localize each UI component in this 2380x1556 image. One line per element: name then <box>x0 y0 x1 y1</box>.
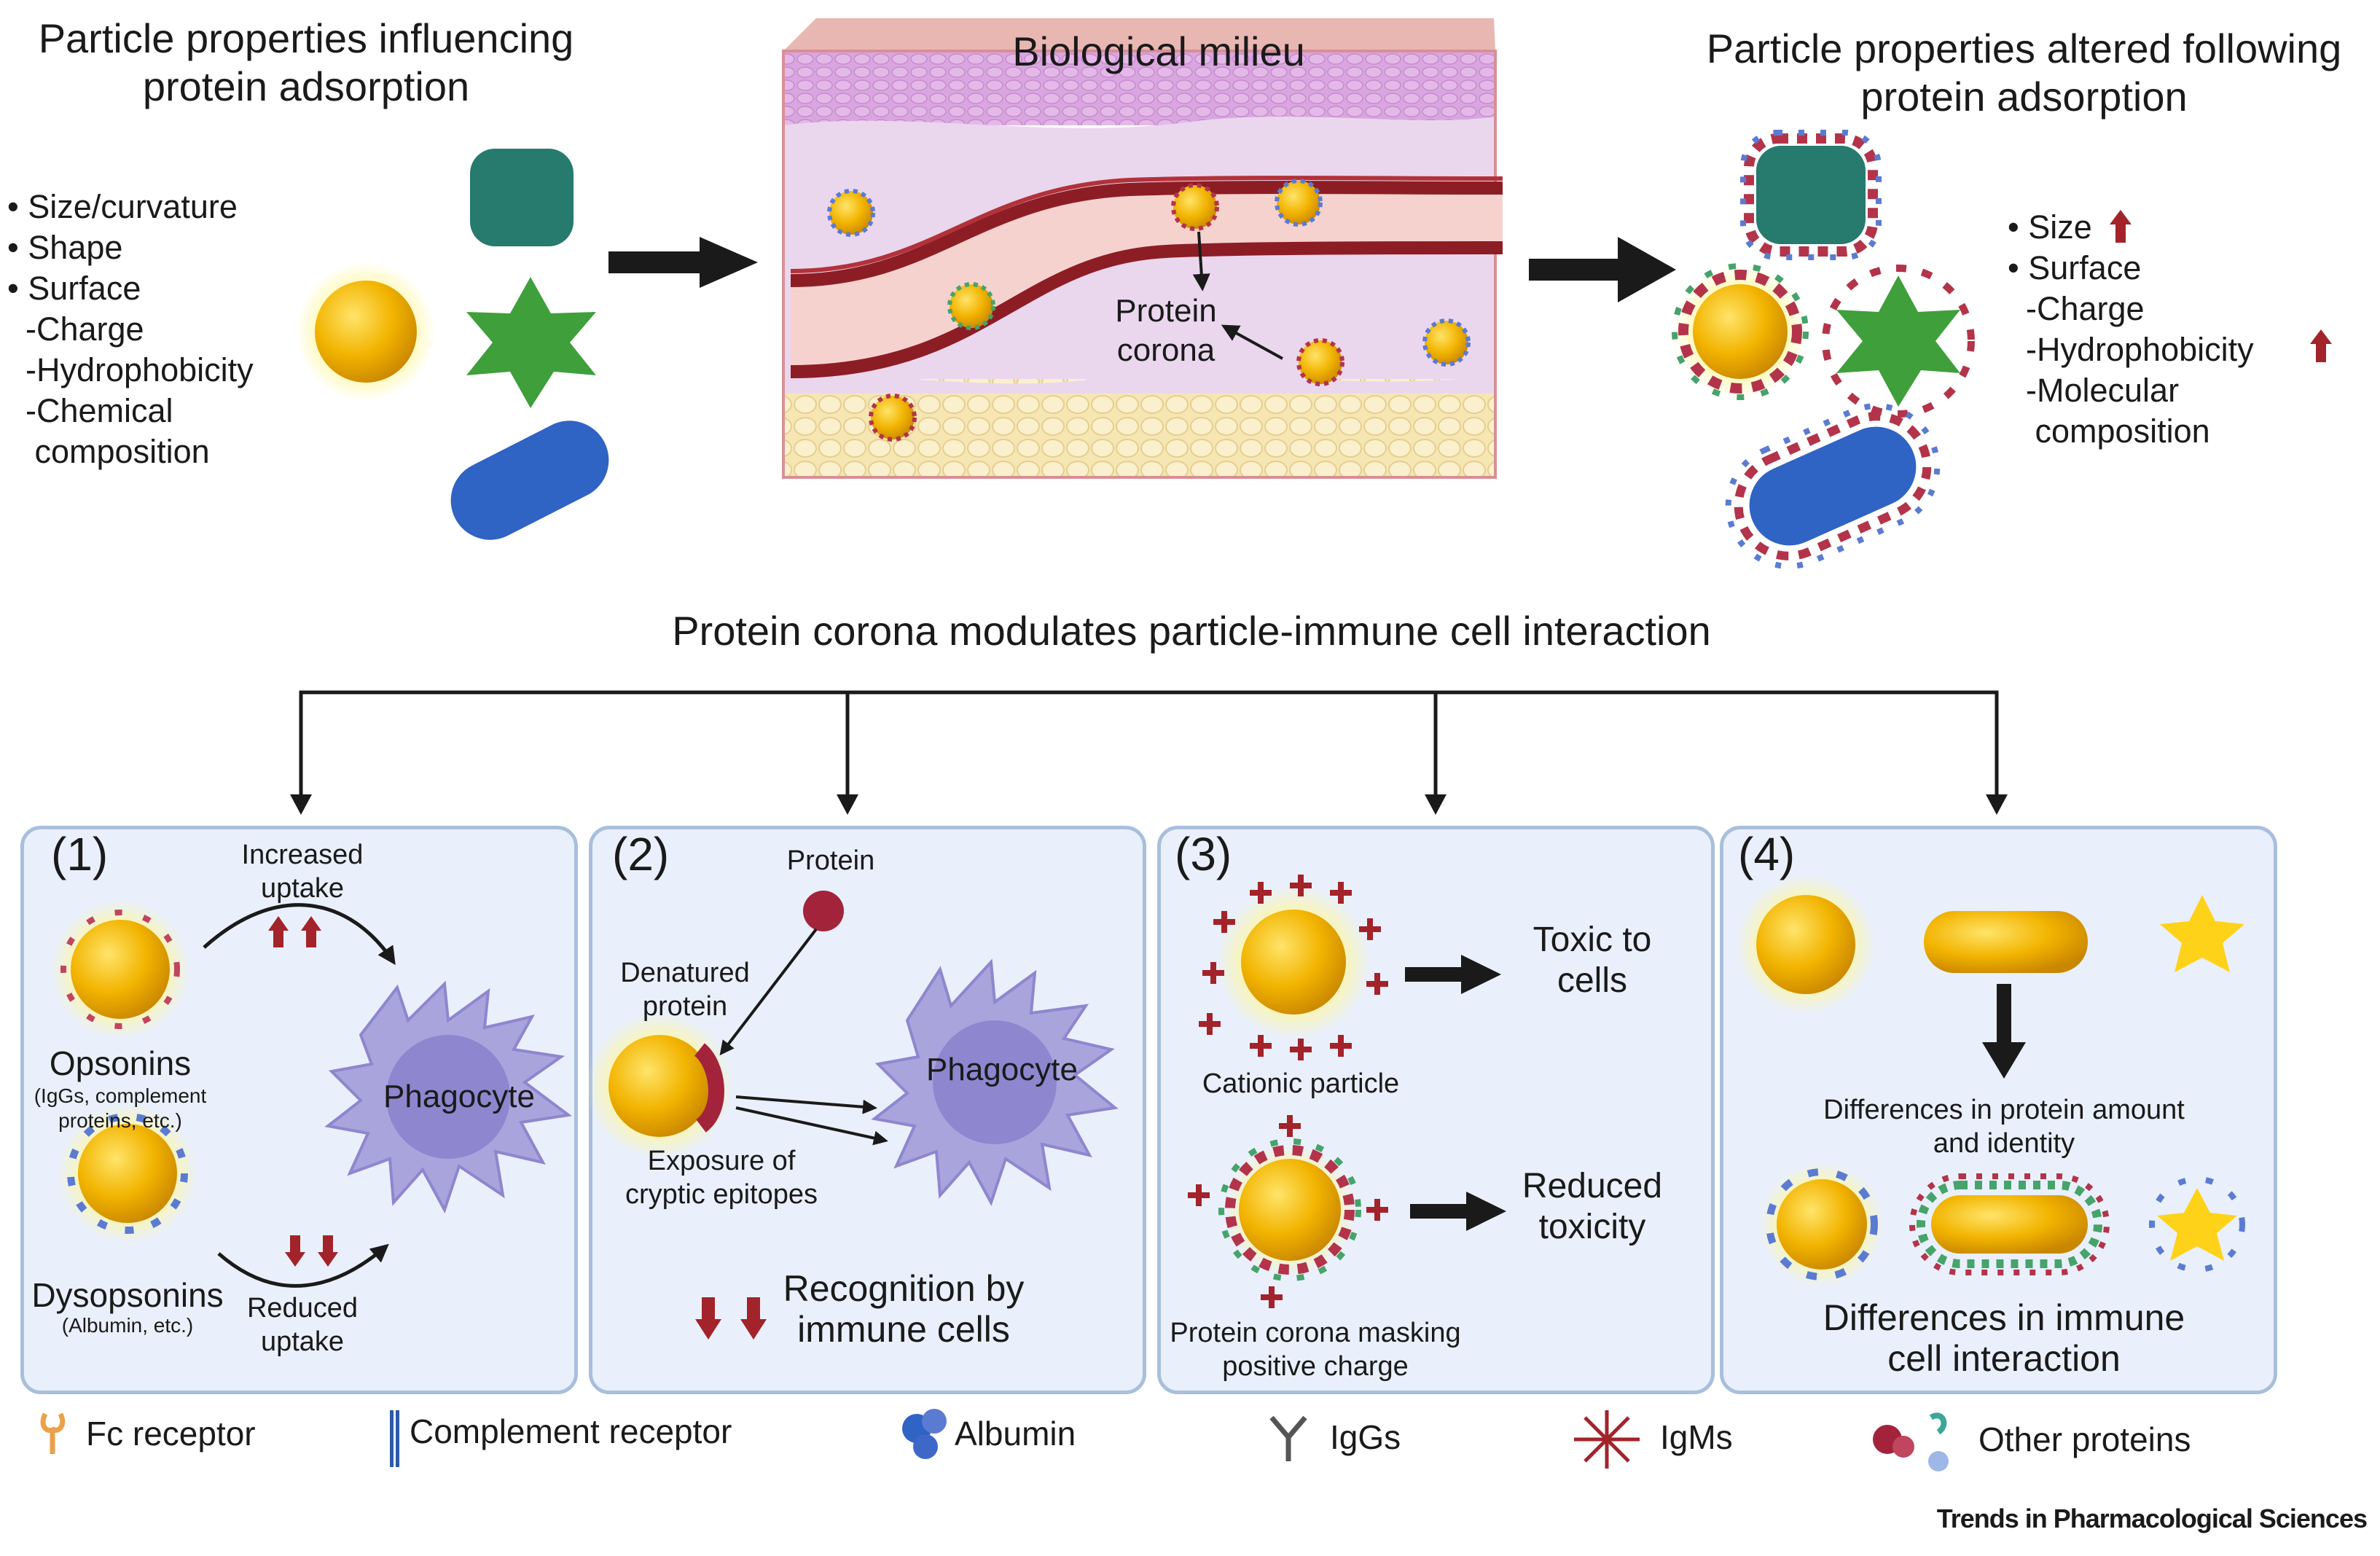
legend-igms: IgMs <box>1660 1418 1733 1456</box>
arrow-from-milieu <box>1529 259 1624 281</box>
denatured-protein-label: Denatured protein <box>620 958 750 1022</box>
bullet: composition <box>2008 413 2210 450</box>
exposure-label: Exposure of cryptic epitopes <box>625 1146 818 1210</box>
bullet: • Size <box>2008 208 2092 246</box>
legend-icons <box>40 1409 1949 1471</box>
differences-immune-label: Differences in immune cell interaction <box>1823 1297 2185 1379</box>
bullet: -Molecular <box>2008 372 2180 409</box>
coated-particles <box>1672 130 1975 569</box>
section-title: Protein corona modulates particle-immune… <box>672 608 1711 654</box>
panel2-graphics <box>587 891 1119 1340</box>
reduced-uptake-label: Reduced uptake <box>246 1293 359 1357</box>
protein-corona-label: Protein corona <box>1115 293 1217 368</box>
bullet: -Charge <box>2008 290 2145 327</box>
center-title: Biological milieu <box>1012 28 1305 74</box>
branch-connectors <box>299 690 1999 809</box>
bullet: -Chemical <box>7 392 173 429</box>
increased-uptake-label: Increased uptake <box>241 840 364 904</box>
panel4-graphics <box>1737 875 2245 1286</box>
igm-icon <box>1574 1410 1640 1469</box>
blue-rod-particle <box>450 421 609 540</box>
cationic-label: Cationic particle <box>1202 1068 1400 1099</box>
panel-3-number: (3) <box>1175 828 1232 880</box>
dysopsonins-label: Dysopsonins <box>31 1276 224 1314</box>
green-star-particle <box>466 277 596 408</box>
legend-fc-receptor: Fc receptor <box>86 1415 256 1453</box>
fc-receptor-icon <box>40 1412 66 1454</box>
panel-1-number: (1) <box>51 828 109 880</box>
opsonins-label: Opsonins <box>49 1044 192 1082</box>
masking-label: Protein corona masking positive charge <box>1170 1318 1461 1382</box>
legend-complement-receptor: Complement receptor <box>410 1412 732 1450</box>
differences-protein-label: Differences in protein amount and identi… <box>1823 1095 2185 1159</box>
legend-albumin: Albumin <box>955 1415 1076 1453</box>
bullet: • Size/curvature <box>7 188 238 225</box>
igg-icon <box>1269 1415 1307 1461</box>
complement-receptor-icon <box>390 1410 394 1467</box>
reduced-toxicity-label: Reduced toxicity <box>1522 1167 1663 1246</box>
bullet: • Surface <box>2008 249 2142 286</box>
recognition-label: Recognition by immune cells <box>783 1268 1025 1350</box>
phagocyte-label-2: Phagocyte <box>926 1052 1078 1087</box>
left-bullets: • Size/curvature • Shape • Surface -Char… <box>7 187 254 472</box>
size-increase-arrow <box>2110 210 2132 243</box>
milieu-particles <box>827 179 1471 442</box>
panel1-graphics <box>51 900 573 1288</box>
dysopsonins-sub-label: (Albumin, etc.) <box>61 1314 194 1337</box>
panel3-graphics <box>1188 875 1506 1308</box>
hydrophobicity-increase-arrow <box>2310 329 2332 362</box>
bullet: -Hydrophobicity <box>2008 331 2254 368</box>
bullet: -Charge <box>7 310 144 348</box>
legend-other-proteins: Other proteins <box>1978 1420 2191 1458</box>
shape-particles <box>296 149 609 540</box>
right-bullets: • Size • Surface -Charge -Hydrophobicity… <box>2008 207 2254 452</box>
panel-2-number: (2) <box>612 828 670 880</box>
toxic-label: Toxic to cells <box>1532 920 1652 1000</box>
right-title: Particle properties altered following pr… <box>1706 26 2342 120</box>
panel-4-number: (4) <box>1738 828 1796 880</box>
journal-credit: Trends in Pharmacological Sciences <box>1936 1504 2368 1533</box>
legend-iggs: IgGs <box>1330 1418 1401 1456</box>
bullet: composition <box>7 433 210 470</box>
bullet: • Surface <box>7 270 141 307</box>
phagocyte-label-1: Phagocyte <box>383 1079 535 1114</box>
opsonins-sub-label: (IgGs, complement proteins, etc.) <box>34 1084 207 1132</box>
teal-cube-particle <box>470 149 574 246</box>
left-title: Particle properties influencing protein … <box>38 15 574 109</box>
bullet: -Hydrophobicity <box>7 351 254 388</box>
bullet: • Shape <box>7 229 123 266</box>
protein-label: Protein <box>786 845 875 876</box>
arrow-to-milieu <box>608 237 758 288</box>
